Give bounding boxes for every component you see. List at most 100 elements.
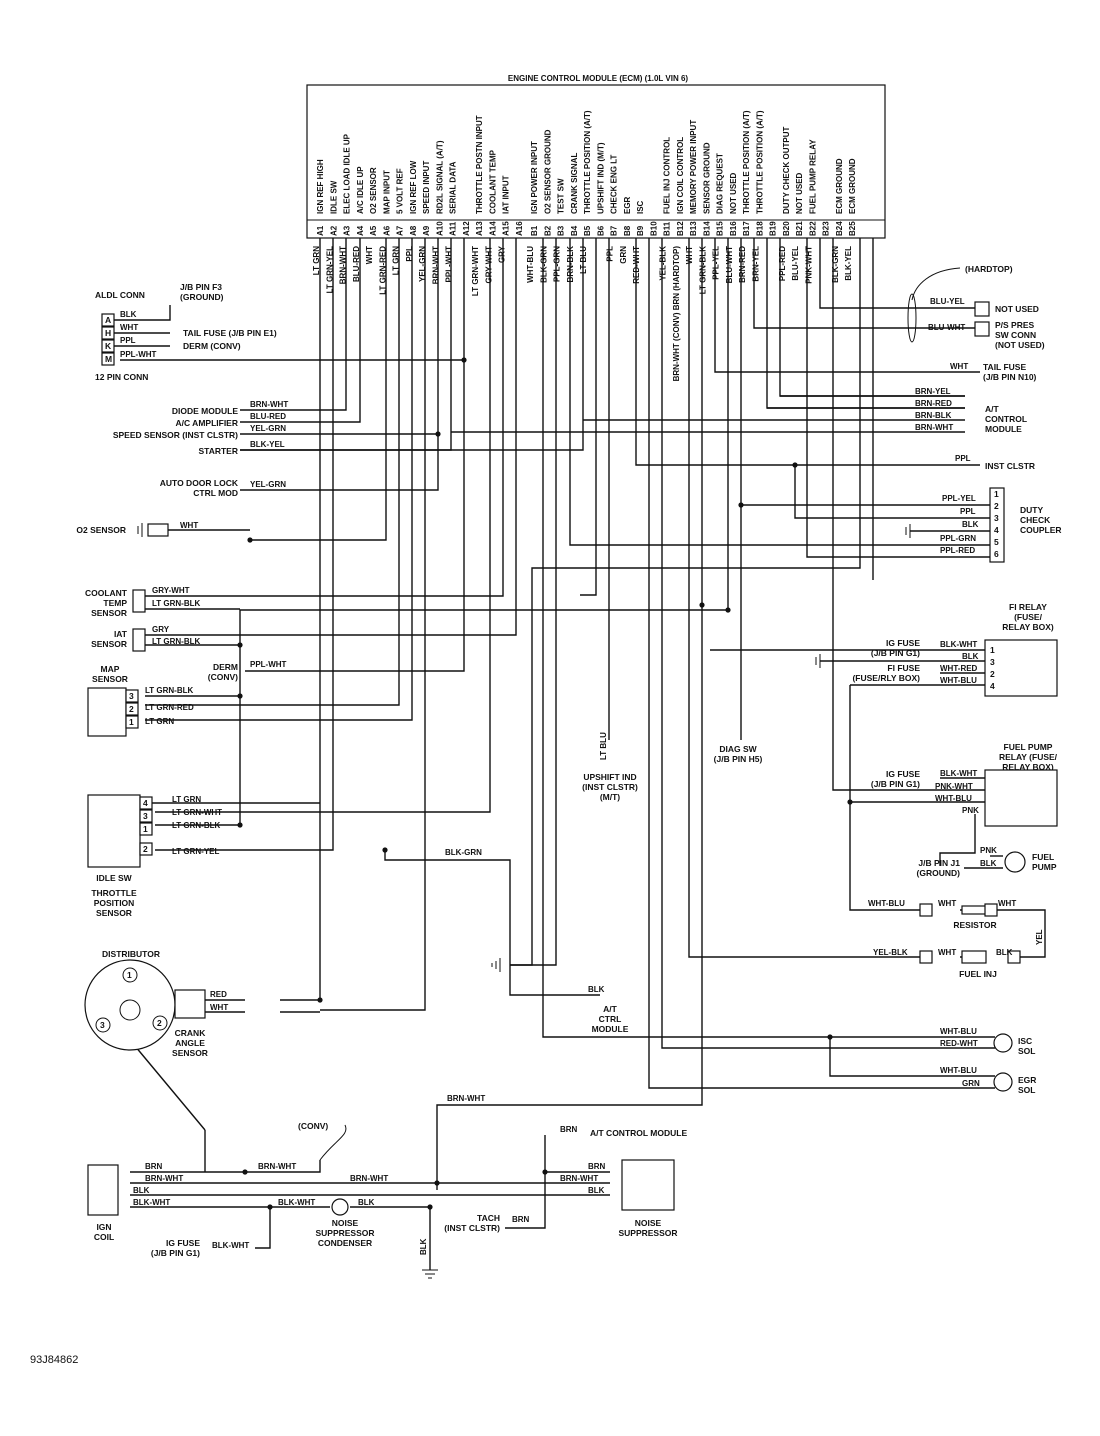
svg-text:FI FUSE: FI FUSE [887,663,920,673]
svg-text:(J/B PIN N10): (J/B PIN N10) [983,372,1037,382]
svg-text:CONTROL: CONTROL [985,414,1027,424]
ecm-wire-color: LT GRN-YEL [325,246,334,294]
svg-text:PPL-WHT: PPL-WHT [120,350,157,359]
svg-text:(INST CLSTR): (INST CLSTR) [582,782,638,792]
svg-text:BLK: BLK [962,652,979,661]
svg-text:A/T: A/T [603,1004,618,1014]
egr-solenoid [993,1072,1013,1092]
svg-text:BLK: BLK [419,1238,428,1255]
svg-text:PUMP: PUMP [1032,862,1057,872]
ground-symbol [491,958,501,972]
svg-text:GRY: GRY [152,625,170,634]
aldl-title: ALDL CONN [95,290,145,300]
ignition-system: IGN COIL BRN BRN-WHT BLK BLK-WHT BRN-WHT… [87,732,763,1258]
svg-text:(HARDTOP): (HARDTOP) [965,264,1013,274]
ecm-wire-color: PPL-YEL [712,246,721,280]
svg-text:PPL: PPL [120,336,136,345]
svg-text:BLK: BLK [133,1186,150,1195]
svg-text:(GROUND): (GROUND) [917,868,961,878]
ecm-pin-id: A1 [316,225,325,236]
o2-sensor [147,523,169,537]
svg-text:BRN-RED: BRN-RED [915,399,952,408]
svg-text:DIAG SW: DIAG SW [719,744,757,754]
svg-text:5: 5 [994,537,999,547]
svg-text:3: 3 [994,513,999,523]
svg-text:BRN: BRN [145,1162,163,1171]
noise-suppressor-condenser [331,1198,349,1216]
svg-text:(GROUND): (GROUND) [180,292,224,302]
svg-text:BRN-BLK: BRN-BLK [915,411,952,420]
svg-text:BLK: BLK [996,948,1013,957]
ecm-pin-function: NOT USED [729,172,738,214]
svg-text:M: M [105,354,112,364]
svg-text:STARTER: STARTER [198,446,238,456]
ecm-pin-id: A14 [488,221,497,236]
svg-text:CONDENSER: CONDENSER [318,1238,372,1248]
svg-text:CRANK: CRANK [175,1028,207,1038]
iat-sensor [132,628,146,652]
svg-text:BLK: BLK [588,1186,605,1195]
ground-symbol [905,524,911,538]
svg-text:ANGLE: ANGLE [175,1038,205,1048]
ecm-pin-id: A8 [409,225,418,236]
svg-text:J/B PIN J1: J/B PIN J1 [918,858,960,868]
ecm-wire-color: BRN-WHT [431,246,440,284]
ecm-pin-function: DUTY CHECK OUTPUT [782,126,791,214]
ecm-pin-id: A15 [502,221,511,236]
ecm-pin-function: COOLANT TEMP [488,149,497,214]
ecm-pin-function: IAT INPUT [502,175,511,214]
svg-text:1: 1 [129,717,134,727]
svg-text:NOT USED: NOT USED [995,304,1039,314]
svg-text:WHT: WHT [998,899,1016,908]
svg-text:DISTRIBUTOR: DISTRIBUTOR [102,949,160,959]
svg-text:LT GRN-RED: LT GRN-RED [145,703,194,712]
ecm-wire-color: BRN-RED [738,246,747,283]
ecm-pin-id: B20 [782,221,791,236]
svg-text:(CONV): (CONV) [298,1121,328,1131]
svg-text:AUTO DOOR LOCK: AUTO DOOR LOCK [160,478,239,488]
ecm-pin-function: TEST SW [557,178,566,214]
fuel-pump-relay [984,769,1058,827]
svg-text:EGR: EGR [1018,1075,1036,1085]
ecm-wire-color: BLK-GRN [831,246,840,283]
ecm-wire-color: LT GRN [312,246,321,275]
ecm-wire-color: GRY [498,245,507,263]
ecm-pin-id: A7 [396,225,405,236]
svg-text:PNK-WHT: PNK-WHT [935,782,973,791]
svg-text:(J/B PIN H5): (J/B PIN H5) [714,754,763,764]
svg-text:SENSOR: SENSOR [91,608,127,618]
svg-text:WHT: WHT [180,521,198,530]
svg-text:TAIL FUSE: TAIL FUSE [983,362,1026,372]
svg-text:IG FUSE: IG FUSE [886,638,920,648]
svg-text:LT GRN: LT GRN [172,795,201,804]
ecm-pin-id: B4 [570,225,579,236]
svg-text:YEL-GRN: YEL-GRN [250,480,286,489]
svg-text:TACH: TACH [477,1213,500,1223]
ecm-pin-function: IGN REF LOW [409,160,418,214]
ecm-pin-b10: B10 [649,221,658,236]
svg-text:DERM: DERM [213,662,238,672]
svg-text:BRN-WHT: BRN-WHT [350,1174,388,1183]
svg-text:3: 3 [143,811,148,821]
ground-symbol [815,654,821,668]
svg-text:3: 3 [990,657,995,667]
svg-text:RELAY BOX): RELAY BOX) [1002,622,1054,632]
svg-text:PPL: PPL [960,507,976,516]
ecm-pin-id: B23 [822,221,831,236]
svg-text:A/C AMPLIFIER: A/C AMPLIFIER [176,418,239,428]
svg-text:MODULE: MODULE [985,424,1022,434]
svg-text:NOISE: NOISE [635,1218,662,1228]
ecm-pin-function: SENSOR GROUND [702,142,711,214]
svg-text:SOL: SOL [1018,1085,1035,1095]
ecm-pin-function: UPSHIFT IND (M/T) [596,142,605,214]
svg-text:1: 1 [127,970,132,980]
ecm-wire-color: YEL-BLK [659,246,668,281]
svg-text:RESISTOR: RESISTOR [953,920,996,930]
